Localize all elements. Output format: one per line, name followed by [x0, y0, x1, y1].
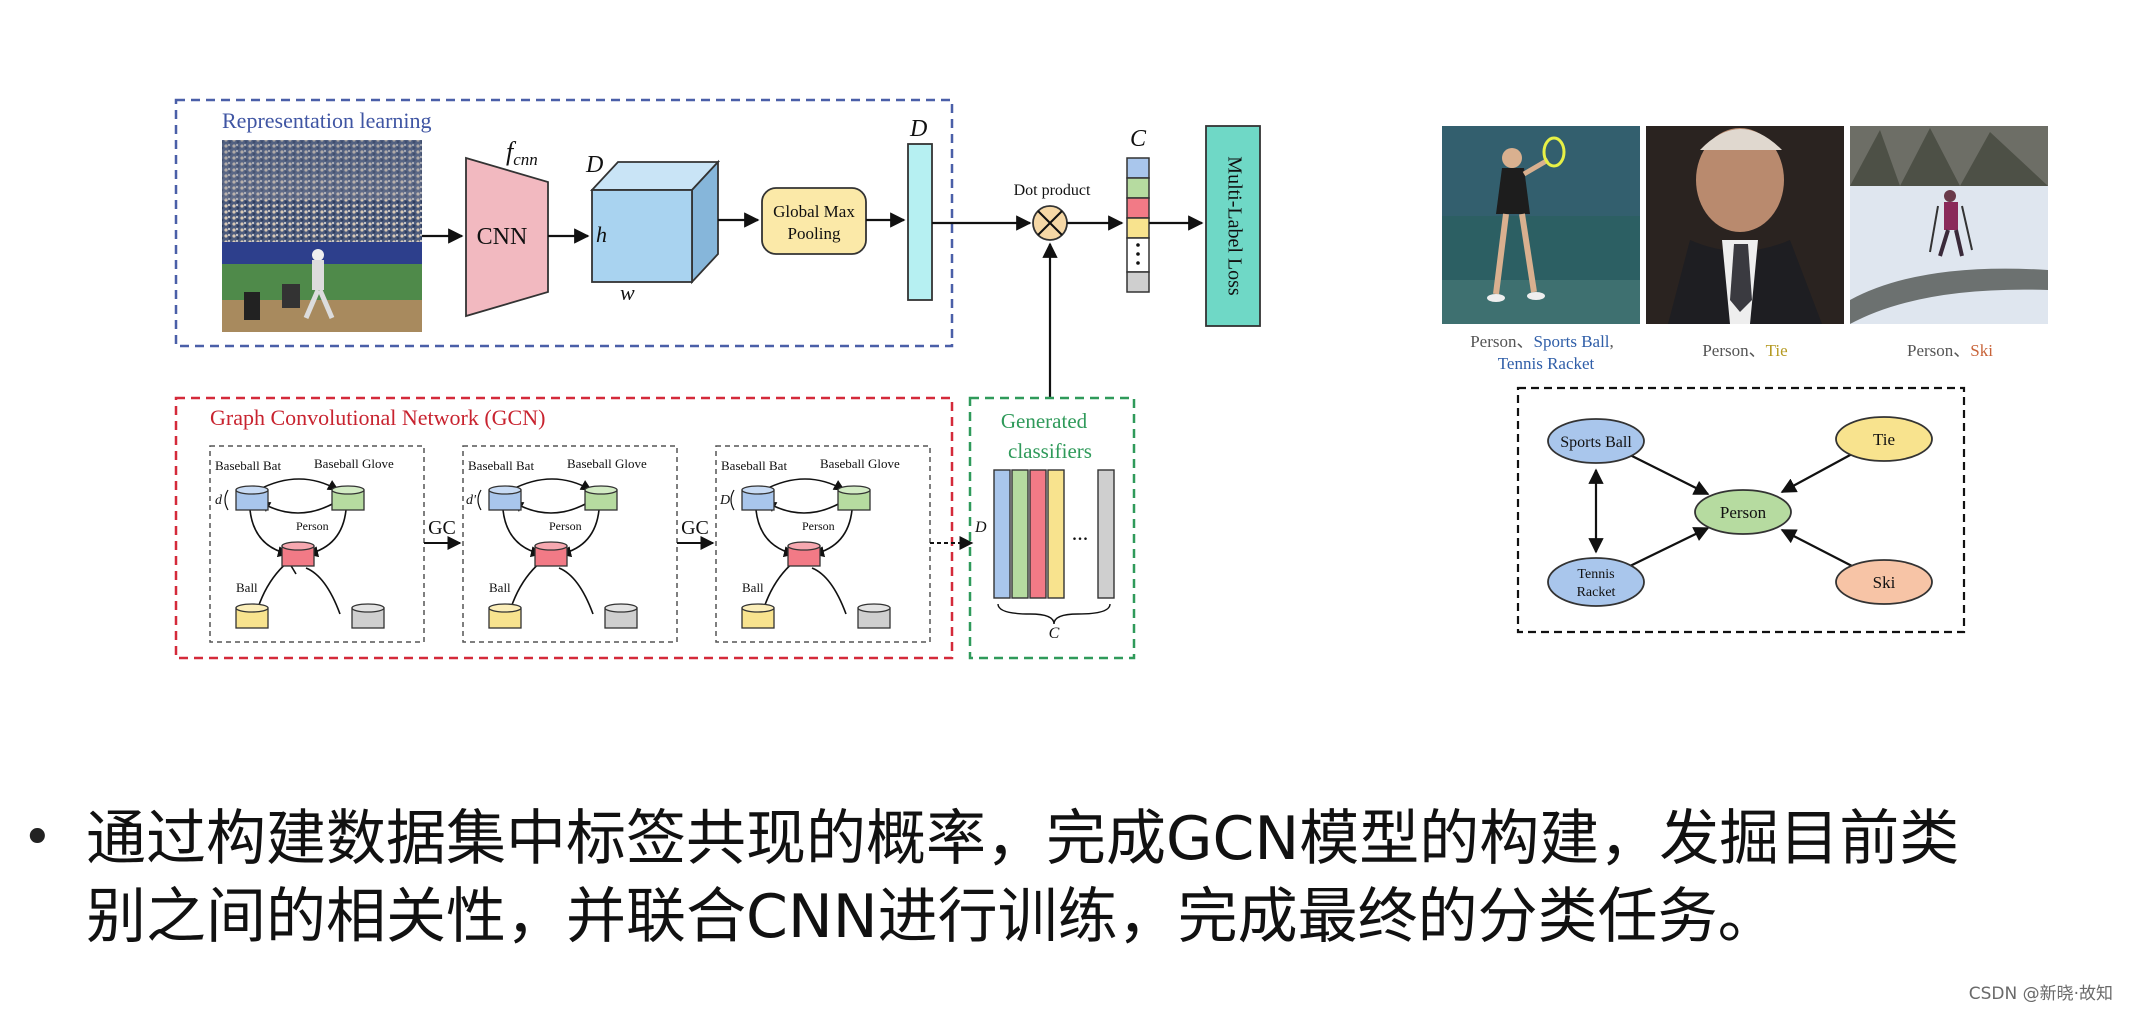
- caption-tennis-line2: Tennis Racket: [1498, 354, 1595, 373]
- label-graph-box: [1516, 386, 1966, 634]
- svg-text:Ball: Ball: [742, 580, 764, 595]
- dot-product-operator: [1032, 205, 1068, 241]
- pooling-label-line1: Global Max: [773, 202, 855, 221]
- gcn-graph-layer-3: Baseball Bat Baseball Glove Person Ball …: [715, 445, 931, 643]
- svg-text:Baseball Glove: Baseball Glove: [820, 456, 900, 471]
- svg-text:Ball: Ball: [236, 580, 258, 595]
- gcn-graph-layer-1: Baseball Bat Baseball Glove Person Ball …: [209, 445, 425, 643]
- gcn-graph-layer-2: Baseball Bat Baseball Glove Person Ball …: [462, 445, 678, 643]
- feature-map-cube: [589, 159, 721, 285]
- svg-text:Baseball Bat: Baseball Bat: [215, 458, 281, 473]
- generated-classifiers-box: [968, 396, 1136, 660]
- classes-C-label: C: [1130, 126, 1147, 152]
- gcn-title: Graph Convolutional Network (GCN): [210, 405, 545, 430]
- bullet-line-1: 通过构建数据集中标签共现的概率，完成GCN模型的构建，发掘目前类: [86, 804, 1960, 874]
- classifiers-title-line2: classifiers: [1008, 439, 1092, 463]
- svg-text:Person: Person: [549, 519, 582, 533]
- representation-learning-title: Representation learning: [222, 108, 432, 133]
- gcn-box: [174, 396, 954, 660]
- cube-dim-D: D: [585, 152, 603, 178]
- classifiers-ellipsis: ...: [1072, 520, 1089, 545]
- example-image-ski: [1850, 126, 2048, 324]
- fcnn-label: fcnn: [506, 137, 538, 169]
- svg-text:Person: Person: [802, 519, 835, 533]
- svg-text:Tie: Tie: [1873, 430, 1895, 449]
- baseball-input-image: [222, 140, 422, 332]
- multi-label-loss-label: Multi-Label Loss: [1223, 156, 1245, 296]
- multi-label-loss-block: [1205, 125, 1261, 327]
- node-tennis-racket: Tennis Racket: [1547, 557, 1645, 607]
- cube-dim-w: w: [620, 280, 635, 305]
- gc-label-1: GC: [428, 517, 456, 539]
- caption-tie: Person、Tie: [1702, 341, 1787, 360]
- svg-text:Sports Ball: Sports Ball: [1560, 434, 1632, 451]
- svg-text:Baseball Bat: Baseball Bat: [468, 458, 534, 473]
- caption-ski: Person、Ski: [1907, 341, 1993, 360]
- global-max-pooling-block: [761, 187, 867, 255]
- node-tie: Tie: [1835, 416, 1933, 462]
- classifiers-dim-C: C: [1049, 625, 1060, 642]
- svg-text:d': d': [466, 493, 477, 508]
- svg-text:Tennis: Tennis: [1577, 567, 1614, 582]
- vector-dim-D: D: [909, 116, 927, 142]
- svg-text:Person: Person: [1720, 503, 1767, 522]
- node-person: Person: [1694, 489, 1792, 535]
- node-sports-ball: Sports Ball: [1547, 418, 1645, 464]
- svg-text:Baseball Glove: Baseball Glove: [567, 456, 647, 471]
- watermark: CSDN @新晓·故知: [1968, 984, 2113, 1004]
- bullet-marker: •: [22, 808, 53, 868]
- cnn-block: [465, 156, 549, 318]
- image-feature-vector: [907, 143, 933, 301]
- bullet-text: 通过构建数据集中标签共现的概率，完成GCN模型的构建，发掘目前类 别之间的相关性…: [86, 800, 2086, 956]
- gc-label-2: GC: [681, 517, 709, 539]
- example-image-tennis: [1442, 126, 1640, 324]
- classifier-matrix: [993, 469, 1115, 625]
- bullet-line-2: 别之间的相关性，并联合CNN进行训练，完成最终的分类任务。: [86, 882, 1778, 952]
- svg-text:Baseball Bat: Baseball Bat: [721, 458, 787, 473]
- svg-text:D: D: [719, 493, 730, 508]
- cube-dim-h: h: [596, 222, 607, 247]
- pooling-label-line2: Pooling: [788, 224, 841, 243]
- node-ski: Ski: [1835, 559, 1933, 605]
- svg-text:Person: Person: [296, 519, 329, 533]
- class-score-vector: [1126, 157, 1150, 293]
- classifiers-title-line1: Generated: [1001, 409, 1088, 433]
- caption-tennis-line1: Person、Sports Ball,: [1470, 332, 1614, 351]
- representation-learning-box: [174, 98, 954, 348]
- classifiers-dim-D: D: [974, 519, 987, 536]
- svg-text:Ski: Ski: [1873, 573, 1896, 592]
- dot-product-label: Dot product: [1014, 182, 1091, 199]
- example-image-tie: [1646, 126, 1844, 324]
- svg-text:Baseball Glove: Baseball Glove: [314, 456, 394, 471]
- svg-text:d: d: [215, 493, 223, 508]
- svg-text:Racket: Racket: [1577, 585, 1616, 600]
- cnn-label: CNN: [477, 224, 528, 250]
- svg-text:Ball: Ball: [489, 580, 511, 595]
